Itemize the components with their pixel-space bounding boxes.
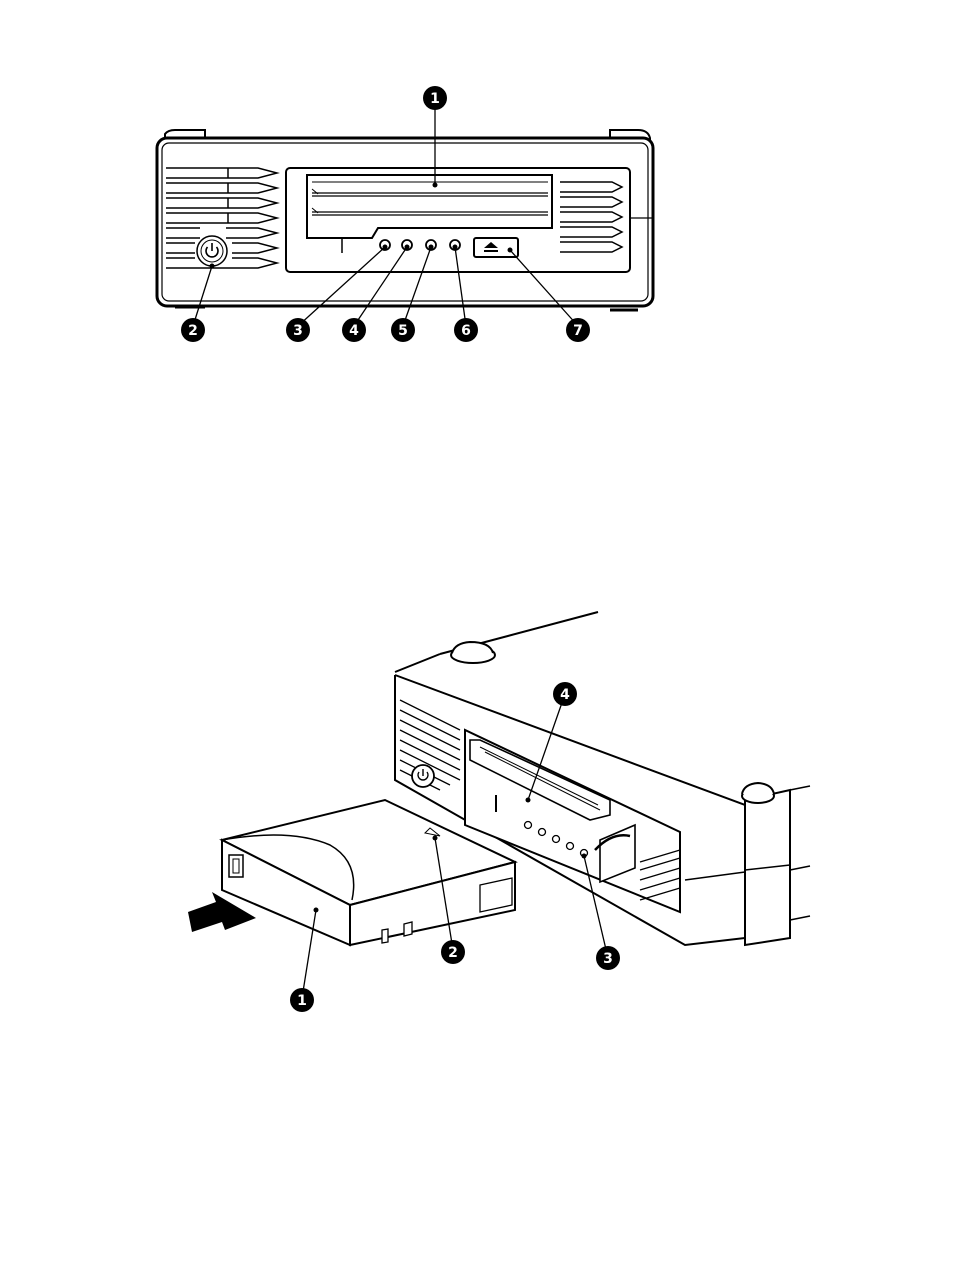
callout-number: 6 bbox=[461, 323, 471, 339]
front-panel-drawing: 1 2 3 4 5 6 7 bbox=[0, 70, 954, 360]
cartridge-insertion-drawing: 1 2 3 4 bbox=[0, 600, 954, 1020]
callout-cartridge-slot: 1 bbox=[423, 86, 447, 110]
callout-drive-led: 3 bbox=[596, 946, 620, 970]
cartridge-insertion-figure: 1 2 3 4 bbox=[0, 600, 954, 1020]
callout-number: 2 bbox=[188, 323, 198, 339]
power-button[interactable] bbox=[197, 236, 227, 266]
callout-drive-slot: 4 bbox=[553, 682, 577, 706]
callout-number: 4 bbox=[349, 323, 359, 339]
eject-button[interactable] bbox=[474, 238, 518, 257]
callout-number: 2 bbox=[448, 945, 458, 961]
callout-led-4: 6 bbox=[454, 318, 478, 342]
callout-number: 1 bbox=[297, 993, 307, 1009]
callout-number: 4 bbox=[560, 687, 570, 703]
callout-number: 7 bbox=[573, 323, 583, 339]
callout-insertion-arrow: 2 bbox=[441, 940, 465, 964]
callout-power-button: 2 bbox=[181, 318, 205, 342]
callout-led-2: 4 bbox=[342, 318, 366, 342]
callout-eject-button: 7 bbox=[566, 318, 590, 342]
callout-number: 3 bbox=[603, 951, 613, 967]
callout-number: 3 bbox=[293, 323, 303, 339]
cartridge-slot[interactable] bbox=[307, 175, 552, 238]
callout-number: 5 bbox=[398, 323, 408, 339]
callout-led-1: 3 bbox=[286, 318, 310, 342]
callout-cartridge: 1 bbox=[290, 988, 314, 1012]
callout-led-3: 5 bbox=[391, 318, 415, 342]
front-panel-figure: 1 2 3 4 5 6 7 bbox=[0, 70, 954, 360]
callout-number: 1 bbox=[430, 91, 440, 107]
